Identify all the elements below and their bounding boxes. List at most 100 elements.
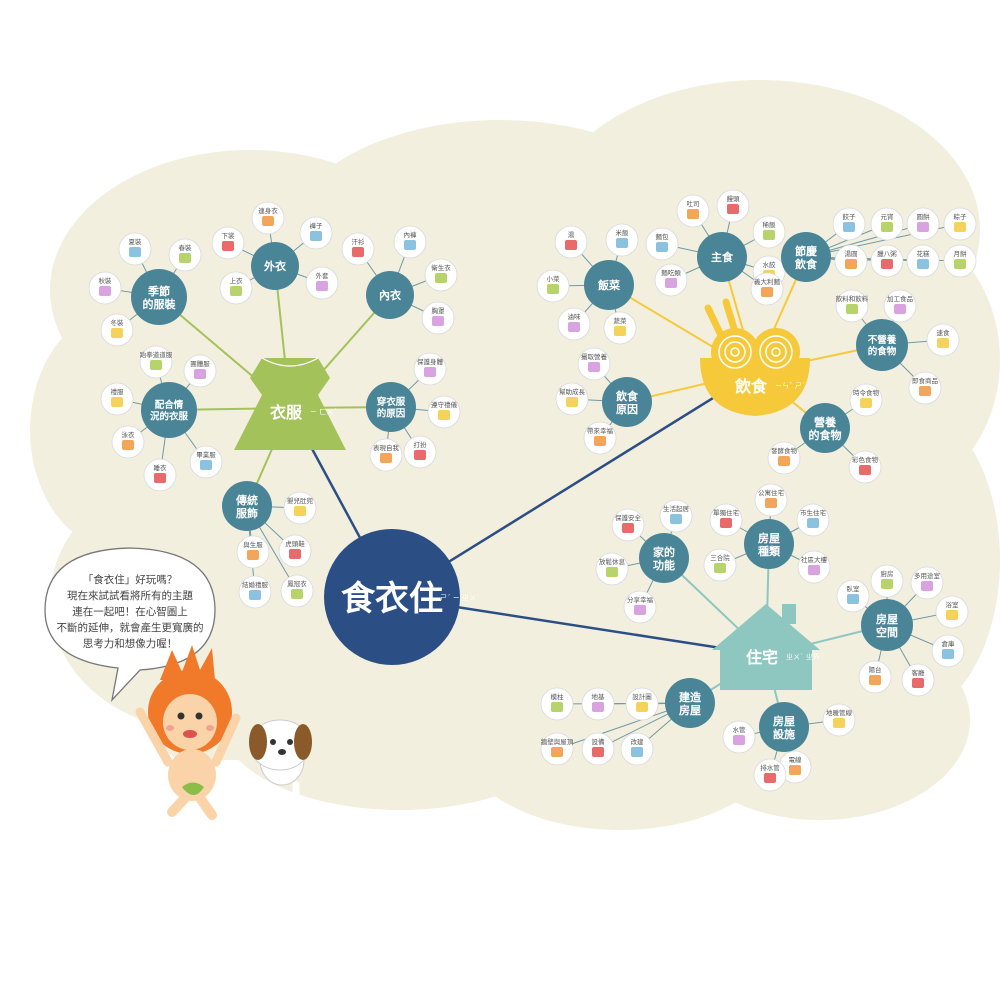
leaf-node: 春裝 [168,238,202,272]
leaf-node: 虎頭鞋 [278,534,312,568]
leaf-label: 倉庫 [942,639,956,648]
leaf-label: 畢業服 [196,450,216,459]
hub-label: 節慶飲食 [794,244,818,271]
hub-node: 穿衣服的原因 [366,382,416,432]
leaf-picture-icon [566,397,578,407]
leaf-picture-icon [917,259,929,269]
leaf-node: 即食商品 [908,371,942,405]
leaf-node: 遵守禮儀 [427,395,461,429]
hub-label: 房屋空間 [876,612,898,639]
leaf-label: 分享幸福 [627,595,654,604]
leaf-picture-icon [194,369,206,379]
leaf-label: 設備 [592,737,606,746]
hub-label: 穿衣服的原因 [377,396,406,420]
leaf-node: 鳳冠衣 [280,574,314,608]
category-label: 衣服 [270,403,303,422]
noodle-swirl [724,341,746,363]
leaf-picture-icon [843,222,855,232]
leaf-label: 麵包 [656,232,670,241]
leaf-node: 團體服 [183,354,217,388]
leaf-node: 水管 [722,720,756,754]
leaf-label: 帶來幸福 [587,426,614,435]
leaf-picture-icon [733,735,745,745]
hub-label: 房屋種類 [758,531,781,558]
leaf-label: 湯 [568,230,575,239]
leaf-picture-icon [894,304,906,314]
hub-label: 配合情況的衣服 [150,399,189,423]
leaf-picture-icon [634,605,646,615]
leaf-picture-icon [881,222,893,232]
hub-node: 飯菜 [584,260,634,310]
leaf-label: 月餅 [954,249,968,258]
leaf-picture-icon [99,286,111,296]
leaf-picture-icon [946,610,958,620]
leaf-node: 客廳 [901,663,935,697]
leaf-node: 生活起居 [659,499,693,533]
leaf-node: 禮服 [100,382,134,416]
leaf-node: 滷味 [557,307,591,341]
category-ruby: ㄓㄨˋ ㄓㄞˊ [786,653,823,661]
leaf-label: 即食商品 [912,376,938,385]
leaf-node: 保護身體 [413,352,447,386]
leaf-label: 結婚禮服 [242,580,269,589]
house-shape [712,604,820,690]
leaf-node: 改建 [620,732,654,766]
hub-label: 家的功能 [653,545,675,572]
leaf-picture-icon [670,514,682,524]
leaf-picture-icon [919,386,931,396]
hub-circle [222,481,272,531]
leaf-picture-icon [656,242,668,252]
leaf-node: 陽台 [858,660,892,694]
hub-node: 不營養的食物 [856,319,908,371]
leaf-label: 社區大樓 [801,555,828,564]
leaf-node: 保護安全 [611,508,645,542]
leaf-node: 睡衣 [143,458,177,492]
leaf-node: 畢業服 [189,445,223,479]
leaf-node: 秋裝 [88,271,122,305]
leaf-picture-icon [551,702,563,712]
leaf-node: 公寓住宅 [754,483,788,517]
leaf-node: 月餅 [943,244,977,278]
leaf-label: 嬰兒肚兜 [287,496,314,505]
leaf-label: 市生住宅 [800,508,827,517]
leaf-node: 臘八粥 [870,244,904,278]
hub-node: 季節的服裝 [131,269,187,325]
hub-circle [665,678,715,728]
hub-circle [141,382,197,438]
noodle-swirl [730,347,740,357]
category-label: 住宅 [746,648,778,667]
leaf-picture-icon [111,397,123,407]
leaf-picture-icon [727,204,739,214]
leaf-node: 牆壁與屋頂 [540,732,574,766]
leaf-label: 浴室 [946,600,960,609]
hub-node: 房屋空間 [861,599,913,651]
leaf-picture-icon [937,338,949,348]
leaf-picture-icon [789,765,801,775]
hub-node: 外衣 [251,242,299,290]
speech-line-4: 不斷的延伸，就會產生更寬廣的 [57,621,204,634]
leaf-picture-icon [551,747,563,757]
hub-circle [800,403,850,453]
leaf-picture-icon [954,222,966,232]
leaf-picture-icon [921,581,933,591]
leaf-node: 排水管 [753,758,787,792]
leaf-node: 分享幸福 [623,590,657,624]
leaf-label: 廚房 [881,569,894,578]
leaf-label: 泳衣 [122,430,136,439]
leaf-label: 上衣 [230,276,244,285]
leaf-label: 改建 [631,737,645,746]
leaf-label: 義大利麵 [754,277,781,286]
leaf-node: 三合院 [703,548,737,582]
leaf-label: 禮服 [111,387,125,396]
leaf-node: 餃子 [832,207,866,241]
category-food: 飲食ㄧㄣˇ ㄕˊ [700,298,810,416]
leaf-picture-icon [424,367,436,377]
leaf-picture-icon [247,550,259,560]
leaf-node: 麵吃類 [654,263,688,297]
hub-node: 配合情況的衣服 [141,382,197,438]
leaf-node: 饅頭 [716,189,750,223]
leaf-label: 麵吃類 [661,268,681,277]
leaf-picture-icon [665,278,677,288]
category-ruby: ㄧㄣˇ ㄕˊ [775,382,805,390]
